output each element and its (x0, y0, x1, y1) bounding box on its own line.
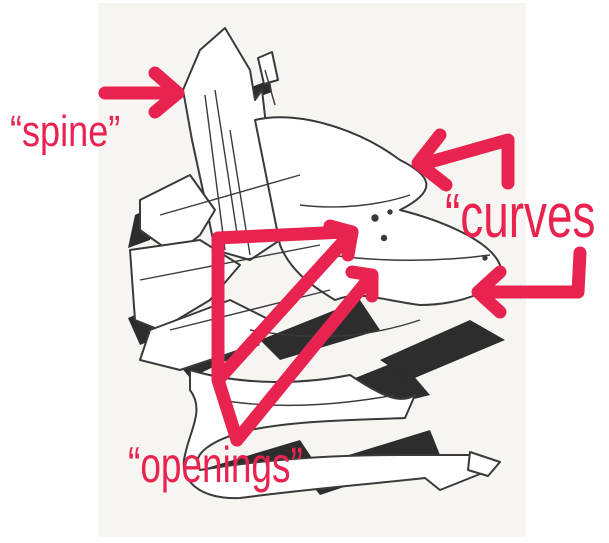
spine-label: “spine” (10, 110, 120, 154)
curves-upper-arrow-icon (418, 135, 508, 185)
curves-label: “curves (445, 186, 595, 248)
openings-label: “openings” (128, 440, 303, 490)
